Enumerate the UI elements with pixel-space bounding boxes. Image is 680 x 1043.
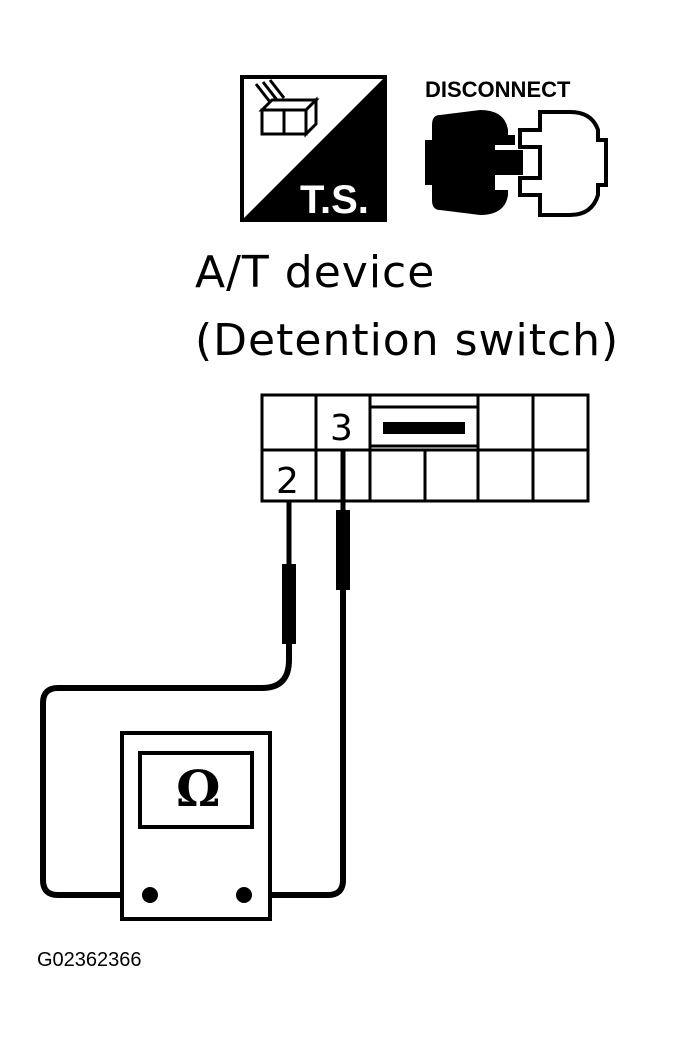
connector-left-half [425, 110, 508, 215]
connector-small-icon [254, 79, 320, 138]
component-title-line1: A/T device [195, 247, 435, 298]
probe-left [282, 501, 296, 644]
pin-label-2: 2 [276, 461, 299, 502]
lead-wire-left [40, 642, 292, 898]
connector-right-half [518, 110, 608, 217]
ts-label: T.S. [300, 178, 369, 222]
disconnect-connector-icon: DISCONNECT [425, 77, 608, 217]
ohm-symbol: Ω [176, 759, 221, 818]
figure-id: G02362366 [37, 949, 142, 971]
pin-label-3: 3 [330, 408, 353, 449]
test-socket-icon: T.S. [240, 75, 387, 222]
connector-latch-bar [383, 422, 465, 434]
disconnect-label: DISCONNECT [425, 77, 571, 102]
probe-right [336, 450, 350, 590]
meter-terminal-right [236, 887, 252, 903]
meter-terminal-left [142, 887, 158, 903]
component-title-line2: (Detention switch) [195, 315, 619, 366]
ohmmeter-icon: Ω [120, 731, 272, 921]
connector-face [260, 393, 590, 503]
lead-wire-right [244, 588, 346, 898]
